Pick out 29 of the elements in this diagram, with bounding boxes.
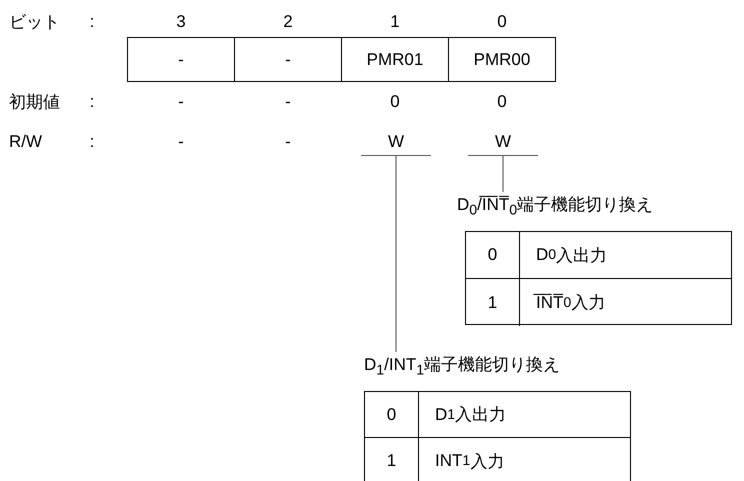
access-label: - xyxy=(178,132,184,152)
row-label: R/W xyxy=(9,132,42,152)
bit-number: 3 xyxy=(176,12,186,32)
bit-number: 1 xyxy=(390,12,400,32)
register-cell: - xyxy=(127,37,235,82)
row-label: 初期値 xyxy=(9,92,60,114)
initial-value: - xyxy=(285,92,291,112)
table-cell: 0 xyxy=(466,232,520,279)
table-heading: D$_{0}$/I̅N̅T̅$_{0}$端子機能切り換え xyxy=(457,194,654,218)
register-cell: PMR00 xyxy=(448,37,556,82)
access-label: - xyxy=(285,132,291,152)
bit-number: 2 xyxy=(283,12,293,32)
colon: : xyxy=(90,92,94,112)
colon: : xyxy=(90,12,94,32)
access-label: W xyxy=(468,132,538,156)
table-heading: D$_{1}$/INT$_{1}$端子機能切り換え xyxy=(364,354,560,378)
initial-value: 0 xyxy=(390,92,400,112)
leader-line xyxy=(502,156,504,192)
table-cell: 1 xyxy=(365,438,419,481)
colon: : xyxy=(90,132,94,152)
initial-value: - xyxy=(178,92,184,112)
row-label: ビット xyxy=(9,12,60,34)
access-label: W xyxy=(361,132,431,156)
bit-number: 0 xyxy=(497,12,507,32)
register-cell: - xyxy=(234,37,342,82)
table-cell: 0 xyxy=(365,392,419,438)
initial-value: 0 xyxy=(497,92,507,112)
register-cell: PMR01 xyxy=(341,37,449,82)
table-cell: 1 xyxy=(466,279,520,326)
